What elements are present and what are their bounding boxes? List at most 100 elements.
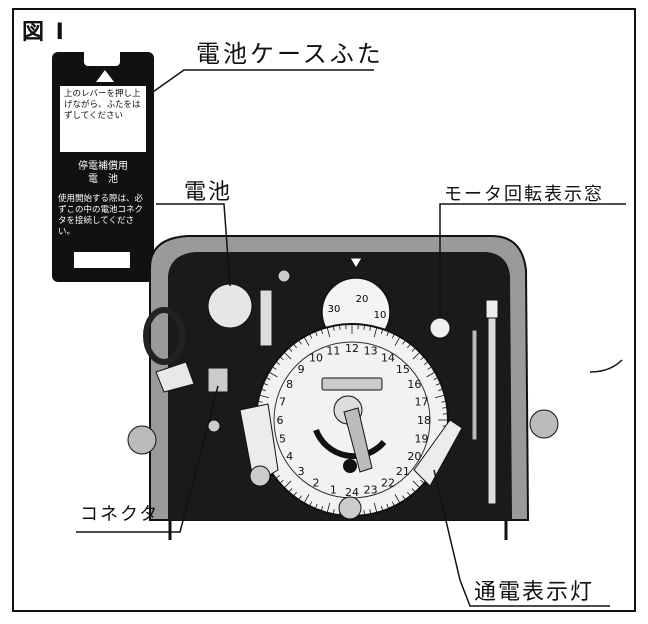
cable-loop bbox=[143, 307, 185, 365]
dial-tick bbox=[402, 495, 406, 501]
right-lug bbox=[529, 409, 559, 439]
dial-number: 24 bbox=[345, 486, 359, 499]
dial-number: 20 bbox=[407, 450, 421, 463]
dial-tick bbox=[407, 491, 411, 497]
dial-tick bbox=[423, 361, 429, 365]
dial-tick bbox=[369, 325, 372, 331]
leader-lamp bbox=[433, 469, 610, 607]
left-lug bbox=[127, 425, 157, 455]
dial-number: 17 bbox=[415, 395, 429, 408]
dial-tick bbox=[265, 377, 271, 381]
dial-number: 15 bbox=[396, 363, 410, 376]
dial-number: 14 bbox=[381, 352, 395, 365]
dial-tick bbox=[257, 400, 263, 403]
dial-number: 13 bbox=[364, 344, 378, 357]
small-dial-number: 10 bbox=[374, 310, 387, 321]
right-lever-cap bbox=[485, 299, 499, 319]
dial-tick bbox=[412, 480, 421, 489]
dial-tick bbox=[433, 377, 439, 381]
battery bbox=[207, 283, 253, 329]
dial-tick bbox=[271, 366, 277, 370]
figure-label: 図 I bbox=[22, 20, 66, 45]
dial-tick bbox=[279, 356, 284, 361]
cover-title-line2: 電 池 bbox=[88, 174, 118, 185]
window-slot bbox=[321, 377, 383, 391]
dial-tick bbox=[386, 331, 390, 337]
right-rod bbox=[471, 329, 478, 441]
dial-tab-left bbox=[239, 403, 279, 485]
dial-tick bbox=[394, 494, 401, 504]
dial-tick bbox=[288, 488, 293, 493]
dial-tick bbox=[279, 479, 284, 484]
small-dial-pointer bbox=[349, 257, 363, 269]
cover-body: 使用開始する際は、必ずこの中の電池コネクタを接続してください。 bbox=[58, 194, 144, 237]
dial-tick bbox=[426, 371, 436, 378]
dial-tick bbox=[332, 509, 335, 515]
leader-connector bbox=[76, 385, 219, 533]
dial-number: 12 bbox=[345, 342, 359, 355]
dial-tick bbox=[303, 494, 310, 504]
connector bbox=[207, 367, 229, 393]
dial-tick bbox=[363, 324, 365, 330]
dial-tick bbox=[391, 333, 395, 339]
cover-title: 停電補償用 電 池 bbox=[56, 160, 150, 186]
dial-tick bbox=[303, 336, 310, 346]
label-motor-window: モータ回転表示窓 bbox=[444, 184, 604, 205]
dial-tick bbox=[369, 509, 372, 515]
dial-tick bbox=[309, 333, 313, 339]
dial-tick bbox=[326, 327, 331, 338]
dial-tick bbox=[283, 351, 292, 360]
dial-number: 10 bbox=[309, 352, 323, 365]
cover-notice: 上のレバーを押し上げながら、ふたをはずしてください bbox=[60, 86, 146, 152]
dial-tick bbox=[275, 475, 281, 479]
dial-tick bbox=[314, 331, 318, 337]
dial-number: 8 bbox=[286, 378, 293, 391]
dial-tick bbox=[268, 371, 278, 378]
dial-tick bbox=[275, 361, 281, 365]
inner-arc bbox=[313, 428, 387, 460]
dial-tab-right bbox=[413, 419, 463, 487]
dial-number: 7 bbox=[279, 395, 286, 408]
dial-number: 19 bbox=[415, 433, 429, 446]
dial-tick bbox=[293, 343, 297, 349]
dial-number: 23 bbox=[364, 484, 378, 497]
dial-tick bbox=[263, 382, 269, 386]
dial-tick bbox=[427, 366, 433, 370]
small-dial-number: 30 bbox=[328, 304, 341, 315]
dial-tick bbox=[380, 328, 384, 334]
dial-tick bbox=[320, 328, 324, 334]
dial-hand bbox=[343, 407, 373, 473]
dial-tick bbox=[442, 407, 448, 409]
dial-tick bbox=[339, 324, 341, 330]
dial-tick bbox=[373, 327, 378, 338]
dial-tick bbox=[411, 347, 416, 352]
leader-motor bbox=[439, 203, 626, 318]
knob-left bbox=[249, 465, 271, 487]
dial-number: 3 bbox=[298, 465, 305, 478]
right-lever bbox=[487, 303, 497, 505]
dial-number: 21 bbox=[396, 465, 410, 478]
dial-number: 9 bbox=[298, 363, 305, 376]
dial-number: 5 bbox=[279, 433, 286, 446]
dial-tick bbox=[386, 503, 390, 509]
cable-plug bbox=[155, 361, 195, 393]
dial-number: 4 bbox=[286, 450, 293, 463]
dial-number: 2 bbox=[313, 476, 320, 489]
dial-tick bbox=[298, 495, 302, 501]
dial-tick bbox=[420, 479, 425, 484]
dial-tick bbox=[394, 336, 401, 346]
up-arrow-icon bbox=[96, 70, 114, 82]
label-power-lamp: 通電表示灯 bbox=[474, 580, 595, 605]
dial-tick bbox=[288, 347, 293, 352]
dial-tick bbox=[298, 339, 302, 345]
dial-tick bbox=[320, 506, 324, 512]
dial-tick bbox=[259, 394, 270, 399]
leader-cover bbox=[149, 69, 374, 95]
dial-tick bbox=[391, 501, 395, 507]
dial-tick bbox=[412, 351, 421, 360]
dial-tick bbox=[314, 503, 318, 509]
label-battery-cover: 電池ケースふた bbox=[196, 40, 384, 68]
